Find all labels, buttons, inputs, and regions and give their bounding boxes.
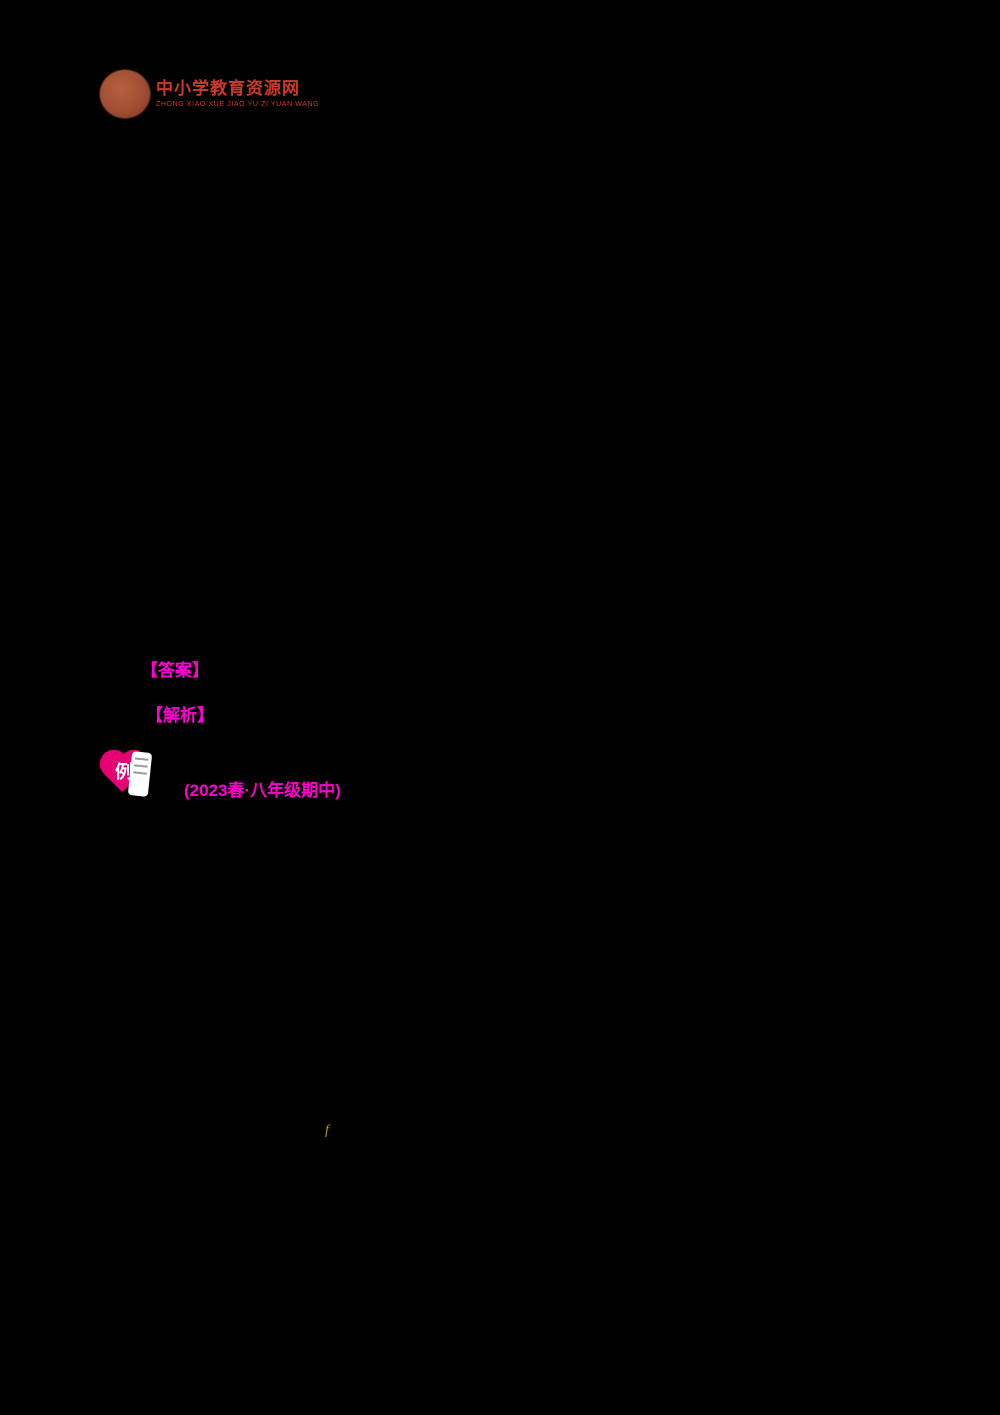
stray-glyph: f bbox=[325, 1123, 329, 1138]
logo-subtitle: ZHONG XIAO XUE JIAO YU ZI YUAN WANG bbox=[156, 101, 320, 108]
logo-text-block: 中小学教育资源网 ZHONG XIAO XUE JIAO YU ZI YUAN … bbox=[156, 70, 320, 109]
site-logo: 中小学教育资源网 ZHONG XIAO XUE JIAO YU ZI YUAN … bbox=[100, 70, 319, 118]
answer-label: 【答案】 bbox=[141, 661, 209, 680]
example-badge: 例 bbox=[96, 742, 158, 804]
source-citation: (2023春·八年级期中) bbox=[184, 781, 341, 800]
analysis-label: 【解析】 bbox=[146, 706, 214, 725]
example-badge-char: 例 bbox=[115, 762, 133, 782]
logo-title: 中小学教育资源网 bbox=[156, 79, 300, 98]
logo-seal-icon bbox=[100, 70, 150, 118]
